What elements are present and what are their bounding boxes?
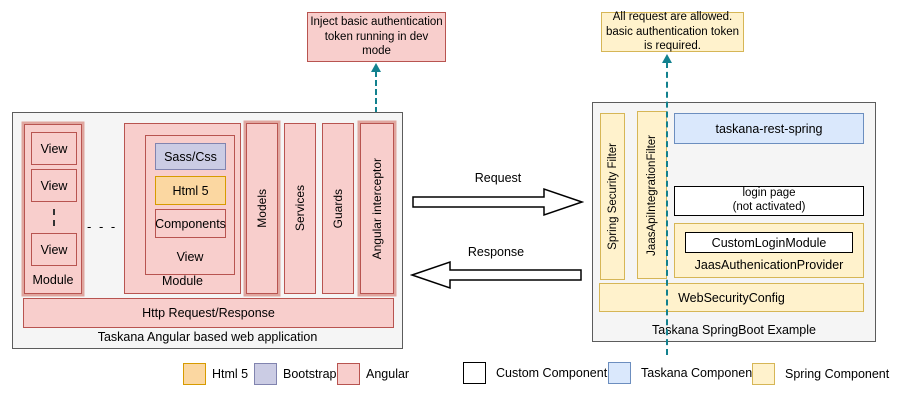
guards-label: Guards [331,188,345,229]
login-page-box: login page (not activated) [674,186,864,216]
springboot-title: Taskana SpringBoot Example [652,323,816,337]
angular-module-1: View View View Module [24,124,82,294]
request-arrow-icon [412,187,584,217]
components-label: Components [155,216,226,231]
dashed-arrowhead-left-icon [371,63,381,72]
legend-html5: Html 5 [183,363,248,385]
view-box-1: View [31,132,77,165]
jaas-api-integration-filter-label: JaasApiIntegrationFilter [646,134,658,256]
module-2-label: Module [162,274,203,288]
html5-box: Html 5 [155,176,226,205]
sass-css-box: Sass/Css [155,143,226,170]
legend-spring-label: Spring Component [785,367,890,381]
models-bar: Models [246,123,278,294]
annotation-all-requests: All request are allowed. basic authentic… [601,11,744,53]
view-container-label: View [176,250,204,264]
view-label: View [40,141,68,156]
dashed-connector-left [375,71,377,122]
legend-bootstrap-swatch [254,363,277,385]
custom-login-module-label: CustomLoginModule [711,235,827,250]
legend-spring-component: Spring Component [752,363,889,385]
models-label: Models [255,189,269,228]
legend-custom-swatch [463,362,486,384]
legend-bootstrap-label: Bootstrap [283,367,337,381]
legend-angular-swatch [337,363,360,385]
request-label: Request [474,171,522,185]
legend-taskana-label: Taskana Component [641,366,756,380]
legend-angular-label: Angular [366,367,410,381]
module-1-label: Module [32,273,74,287]
login-page-label: login page (not activated) [732,187,806,213]
view-container: Sass/Css Html 5 Components View [145,135,235,275]
legend-custom-label: Custom Component [496,366,608,380]
services-label: Services [293,185,307,232]
taskana-rest-spring-box: taskana-rest-spring [674,113,864,144]
dashed-connector-right [666,62,668,355]
angular-app-container: View View View Module - - - Sass/Css Htm… [12,112,403,349]
guards-bar: Guards [322,123,354,294]
response-label: Response [467,245,525,259]
annotation-inject-token-text: Inject basic authentication token runnin… [310,16,443,58]
jaas-authentication-provider-label: JaasAuthenicationProvider [694,258,844,272]
http-request-response-bar: Http Request/Response [23,298,394,328]
springboot-container: Spring Security Filter JaasApiIntegratio… [592,102,876,342]
angular-interceptor-label: Angular interceptor [370,157,384,260]
spring-security-filter-label: Spring Security Filter [606,143,619,250]
angular-interceptor-bar: Angular interceptor [360,123,394,294]
legend-html5-swatch [183,363,206,385]
http-bar-label: Http Request/Response [142,306,275,320]
jaas-authentication-provider-box: CustomLoginModule JaasAuthenicationProvi… [674,223,864,278]
annotation-all-requests-text: All request are allowed. basic authentic… [606,11,739,53]
legend-angular: Angular [337,363,409,385]
view-box-3: View [31,233,77,266]
legend-taskana-swatch [608,362,631,384]
html5-label: Html 5 [172,183,209,198]
view-box-2: View [31,169,77,202]
modules-gap-dots: - - - [87,219,118,234]
legend-taskana-component: Taskana Component [608,362,756,384]
taskana-rest-spring-label: taskana-rest-spring [715,121,823,136]
response-arrow-icon [410,260,582,290]
angular-app-title: Taskana Angular based web application [97,330,318,344]
legend-spring-swatch [752,363,775,385]
custom-login-module-box: CustomLoginModule [685,232,853,253]
view-label: View [40,242,68,257]
dashed-arrowhead-right-icon [662,54,672,63]
annotation-inject-token: Inject basic authentication token runnin… [307,12,446,62]
angular-module-2: Sass/Css Html 5 Components View Module [124,123,241,294]
views-ellipsis-icon [53,209,55,226]
web-security-config-bar: WebSecurityConfig [599,283,864,312]
legend-html5-label: Html 5 [212,367,249,381]
components-box: Components [155,209,226,238]
sass-css-label: Sass/Css [164,149,217,164]
view-label: View [40,178,68,193]
legend-custom-component: Custom Component [463,362,607,384]
jaas-api-integration-filter-bar: JaasApiIntegrationFilter [637,111,667,279]
legend-bootstrap: Bootstrap [254,363,337,385]
services-bar: Services [284,123,316,294]
spring-security-filter-bar: Spring Security Filter [600,113,625,280]
web-security-config-label: WebSecurityConfig [678,290,785,305]
